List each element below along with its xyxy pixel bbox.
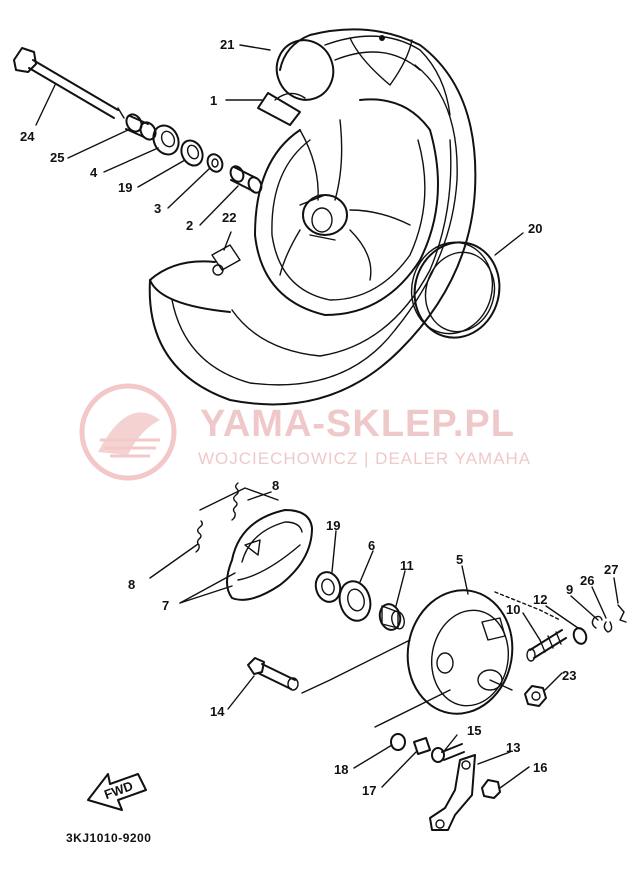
callout-26: 26	[580, 573, 594, 588]
washer-18	[390, 733, 406, 751]
watermark: YAMA-SKLEP.PL WOJCIECHOWICZ | DEALER YAM…	[79, 383, 531, 481]
bearing-4	[152, 124, 180, 156]
callout-17: 17	[362, 783, 376, 798]
bolt-15	[431, 743, 465, 763]
callout-9: 9	[566, 582, 573, 597]
callout-8-left: 8	[128, 577, 135, 592]
nut-23	[524, 685, 547, 707]
wheel-drawing	[148, 28, 477, 406]
callout-22: 22	[222, 210, 236, 225]
fwd-label: FWD	[102, 778, 135, 802]
watermark-title: YAMA-SKLEP.PL	[200, 403, 515, 445]
ring-26	[603, 621, 613, 633]
watermark-subtitle: WOJCIECHOWICZ | DEALER YAMAHA	[198, 449, 531, 468]
callout-13: 13	[506, 740, 520, 755]
fwd-arrow-icon: FWD	[87, 773, 147, 811]
callout-2: 2	[186, 218, 193, 233]
callout-11: 11	[400, 558, 414, 573]
callout-1: 1	[210, 93, 217, 108]
rim-band-20	[410, 241, 501, 339]
clip-9	[591, 615, 603, 629]
callout-6: 6	[368, 538, 375, 553]
callout-25: 25	[50, 150, 64, 165]
callout-8-top: 8	[272, 478, 279, 493]
callout-7: 7	[162, 598, 169, 613]
brake-cam-10	[526, 629, 567, 662]
callout-15: 15	[467, 723, 481, 738]
axle-24	[13, 47, 125, 119]
pin-27	[617, 604, 627, 623]
guide-lines	[199, 487, 561, 728]
brake-panel-5	[406, 589, 514, 715]
callout-24: 24	[20, 129, 35, 144]
callout-27: 27	[604, 562, 618, 577]
bolt-14	[247, 657, 299, 691]
callout-10: 10	[506, 602, 520, 617]
nut-17	[413, 737, 431, 755]
diagram-code: 3KJ1010-9200	[66, 831, 151, 845]
spring-8-top	[231, 482, 239, 521]
nut-16	[481, 779, 501, 799]
callout-labels: 21 1 24 25 4 19 3 2 22 20 8 8 7 19 6 11 …	[20, 37, 618, 798]
brake-arm-13	[429, 754, 476, 831]
washer-3	[206, 153, 224, 173]
callout-4: 4	[90, 165, 98, 180]
leader-lines	[35, 44, 619, 789]
bearing-6	[338, 580, 372, 622]
seal-19-top	[180, 139, 204, 167]
callout-14: 14	[210, 704, 225, 719]
drive-gear-11	[378, 603, 405, 631]
callout-23: 23	[562, 668, 576, 683]
callout-16: 16	[533, 760, 547, 775]
callout-3: 3	[154, 201, 161, 216]
callout-18: 18	[334, 762, 348, 777]
spring-8-left	[195, 520, 203, 553]
seal-19-lower	[314, 571, 342, 603]
brake-shoes-7	[226, 509, 313, 601]
callout-20: 20	[528, 221, 542, 236]
callout-19-top: 19	[118, 180, 132, 195]
spacer-2	[229, 165, 263, 194]
callout-19-lower: 19	[326, 518, 340, 533]
callout-12: 12	[533, 592, 547, 607]
callout-21: 21	[220, 37, 234, 52]
washer-12	[572, 627, 588, 645]
callout-5: 5	[456, 552, 463, 567]
